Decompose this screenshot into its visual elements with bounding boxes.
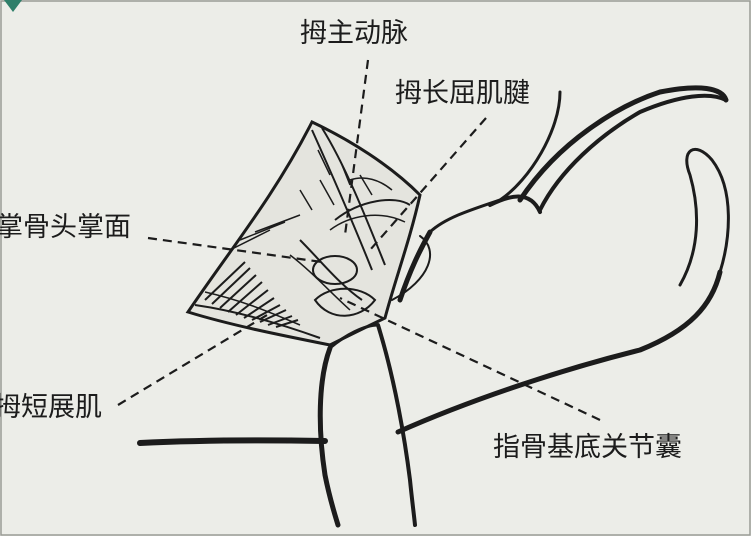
label-joint-capsule: 指骨基底关节囊 <box>493 432 682 463</box>
thumb-digit <box>317 323 417 528</box>
leader-lines <box>117 59 601 421</box>
hand-outline <box>137 85 730 446</box>
label-thumb-artery: 拇主动脉 <box>300 18 408 49</box>
triangle-down-icon <box>4 0 22 12</box>
label-metacarpal-head: 掌骨头掌面 <box>0 212 131 243</box>
label-abductor-brevis: 拇短展肌 <box>0 392 102 423</box>
surgical-exposure <box>185 120 422 347</box>
label-flexor-tendon: 拇长屈肌腱 <box>395 78 530 109</box>
leader-joint-capsule <box>339 297 601 421</box>
leader-abductor-brevis <box>117 311 273 406</box>
